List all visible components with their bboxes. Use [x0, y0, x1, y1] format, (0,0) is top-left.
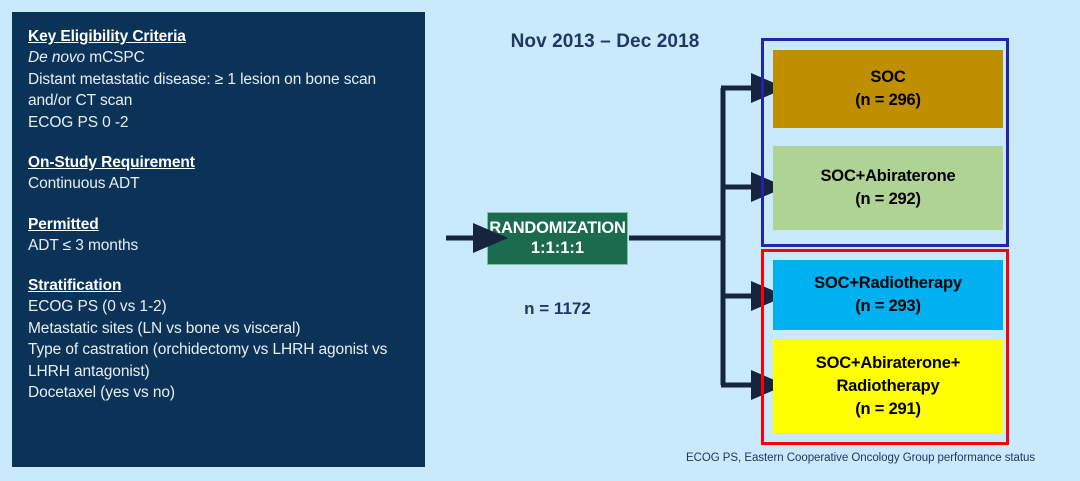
criteria-section-eligibility: Key Eligibility Criteria De novo mCSPC D…: [28, 26, 409, 133]
treatment-arm-label: SOC+Abiraterone: [820, 167, 956, 185]
treatment-arm-count: (n = 292): [855, 190, 921, 208]
criteria-line-de-novo-italic: De novo: [28, 49, 86, 66]
criteria-spacer: [28, 256, 409, 275]
treatment-arm-soc-radiotherapy: SOC+Radiotherapy (n = 293): [773, 260, 1003, 330]
criteria-section-heading: Stratification: [28, 277, 122, 294]
criteria-section-heading: Key Eligibility Criteria: [28, 28, 186, 45]
randomization-ratio: 1:1:1:1: [530, 239, 585, 257]
eligibility-criteria-panel: Key Eligibility Criteria De novo mCSPC D…: [12, 12, 425, 467]
treatment-arm-label: SOC+Radiotherapy: [814, 274, 962, 292]
treatment-arm-count: (n = 291): [855, 400, 921, 418]
criteria-line-adt-duration: ADT ≤ 3 months: [28, 236, 139, 254]
treatment-arm-soc-abiraterone-radiotherapy: SOC+Abiraterone+ Radiotherapy (n = 291): [773, 339, 1003, 434]
criteria-line-de-novo: De novo mCSPC: [28, 47, 409, 69]
enrollment-date-range: Nov 2013 – Dec 2018: [510, 31, 700, 52]
arm-group-systemic-border: [761, 38, 1009, 247]
criteria-section-permitted: Permitted ADT ≤ 3 months: [28, 214, 409, 257]
criteria-line-ecog-ps: ECOG PS 0 -2: [28, 113, 129, 131]
criteria-line-de-novo-rest: mCSPC: [85, 49, 145, 66]
criteria-section-heading: Permitted: [28, 215, 99, 233]
randomization-title: RANDOMIZATION: [489, 219, 626, 237]
criteria-line-strat-castration: Type of castration (orchidectomy vs LHRH…: [28, 341, 388, 380]
treatment-arm-soc-abiraterone: SOC+Abiraterone (n = 292): [773, 146, 1003, 230]
total-enrollment-count: n = 1172: [524, 299, 591, 318]
criteria-spacer: [28, 195, 409, 214]
criteria-line-continuous-adt: Continuous ADT: [28, 175, 140, 192]
criteria-section-stratification: Stratification ECOG PS (0 vs 1-2) Metast…: [28, 275, 409, 404]
criteria-line-metastatic-disease: Distant metastatic disease: ≥ 1 lesion o…: [28, 70, 377, 110]
treatment-arm-label-line2: Radiotherapy: [836, 377, 940, 395]
treatment-arm-label-line1: SOC+Abiraterone+: [815, 354, 961, 372]
criteria-section-heading: On-Study Requirement: [28, 154, 195, 171]
abbreviation-footnote: ECOG PS, Eastern Cooperative Oncology Gr…: [686, 452, 1036, 464]
randomization-box: RANDOMIZATION 1:1:1:1: [487, 212, 628, 265]
criteria-line-strat-ecog: ECOG PS (0 vs 1-2): [28, 298, 167, 315]
treatment-arm-label: SOC: [870, 68, 906, 86]
criteria-line-strat-sites: Metastatic sites (LN vs bone vs visceral…: [28, 319, 301, 337]
treatment-arm-count: (n = 296): [855, 91, 921, 109]
arm-group-radiotherapy-border: [761, 249, 1009, 445]
criteria-spacer: [28, 133, 409, 152]
treatment-arm-count: (n = 293): [855, 297, 921, 315]
criteria-line-strat-docetaxel: Docetaxel (yes vs no): [28, 384, 175, 401]
treatment-arm-soc: SOC (n = 296): [773, 50, 1003, 128]
criteria-section-on-study: On-Study Requirement Continuous ADT: [28, 152, 409, 195]
